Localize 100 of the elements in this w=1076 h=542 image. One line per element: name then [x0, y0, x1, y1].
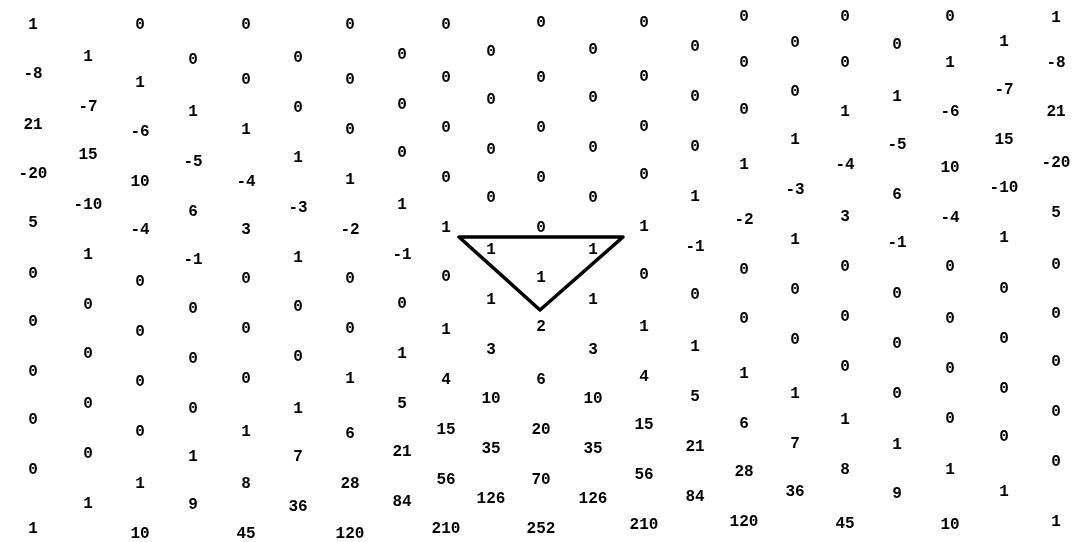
number-label: 1: [83, 496, 93, 512]
number-label: 0: [840, 259, 850, 275]
number-label: 0: [28, 314, 38, 330]
number-label: 21: [23, 117, 43, 133]
number-label: 1: [790, 132, 800, 148]
number-label: 1: [739, 366, 749, 382]
number-label: 0: [536, 170, 546, 186]
number-label: 0: [293, 50, 303, 66]
number-label: 0: [345, 17, 355, 33]
number-label: 1: [639, 319, 649, 335]
number-label: 0: [840, 309, 850, 325]
number-label: 0: [536, 120, 546, 136]
number-label: 15: [436, 422, 456, 438]
number-label: 1: [188, 104, 198, 120]
number-label: 1: [83, 247, 93, 263]
number-label: -1: [887, 235, 907, 251]
number-label: 0: [441, 170, 451, 186]
number-label: 1: [293, 150, 303, 166]
number-label: 0: [441, 17, 451, 33]
number-label: 0: [588, 140, 598, 156]
number-label: 0: [739, 102, 749, 118]
number-label: 3: [588, 342, 598, 358]
number-label: -7: [78, 99, 98, 115]
number-label: 0: [441, 120, 451, 136]
number-label: 0: [840, 359, 850, 375]
number-label: 0: [188, 401, 198, 417]
number-label: 28: [734, 464, 754, 480]
number-label: 0: [690, 139, 700, 155]
number-label: -1: [685, 239, 705, 255]
number-label: 0: [999, 429, 1009, 445]
number-label: 0: [397, 296, 407, 312]
number-label: 1: [790, 232, 800, 248]
number-label: 1: [945, 462, 955, 478]
number-label: 0: [790, 332, 800, 348]
triangle-outline: [457, 235, 625, 313]
number-label: 1: [83, 49, 93, 65]
number-label: 0: [345, 122, 355, 138]
number-label: 0: [83, 297, 93, 313]
number-label: 0: [892, 386, 902, 402]
number-label: 0: [345, 271, 355, 287]
number-label: 1: [293, 250, 303, 266]
number-label: 1: [486, 292, 496, 308]
number-label: 0: [188, 351, 198, 367]
number-label: 210: [629, 517, 659, 533]
number-label: 0: [739, 262, 749, 278]
number-label: 15: [78, 147, 98, 163]
number-label: 1: [840, 104, 850, 120]
number-label: 35: [583, 441, 603, 457]
number-label: 1: [690, 339, 700, 355]
number-label: 0: [486, 92, 496, 108]
number-label: 10: [583, 391, 603, 407]
number-label: 0: [28, 412, 38, 428]
number-label: -20: [1041, 155, 1071, 171]
number-label: 1: [28, 521, 38, 537]
number-label: 0: [1051, 354, 1061, 370]
number-label: 15: [994, 132, 1014, 148]
number-label: 0: [892, 336, 902, 352]
number-label: -1: [183, 252, 203, 268]
number-label: 7: [790, 436, 800, 452]
number-label: 0: [241, 371, 251, 387]
number-label: -4: [940, 210, 960, 226]
number-label: 120: [729, 514, 759, 530]
number-label: 1: [135, 75, 145, 91]
number-label: 56: [436, 472, 456, 488]
number-label: 0: [28, 266, 38, 282]
number-label: 2: [536, 319, 546, 335]
number-label: 0: [588, 190, 598, 206]
number-label: 0: [1051, 404, 1061, 420]
number-label: 0: [536, 70, 546, 86]
number-label: 0: [83, 346, 93, 362]
number-label: 0: [999, 281, 1009, 297]
number-label: 0: [188, 301, 198, 317]
number-label: 1: [588, 292, 598, 308]
number-label: 0: [639, 119, 649, 135]
number-label: 0: [840, 9, 850, 25]
number-label: 0: [790, 84, 800, 100]
number-label: 0: [241, 17, 251, 33]
number-label: 1: [999, 230, 1009, 246]
number-label: 1: [486, 242, 496, 258]
number-label: -6: [130, 124, 150, 140]
number-label: 0: [999, 381, 1009, 397]
number-label: 0: [441, 70, 451, 86]
number-label: 1: [345, 172, 355, 188]
number-label: -5: [183, 154, 203, 170]
number-label: 21: [392, 444, 412, 460]
number-label: 1: [892, 437, 902, 453]
number-label: 0: [945, 9, 955, 25]
number-label: 15: [634, 417, 654, 433]
number-label: 0: [28, 462, 38, 478]
number-label: 1: [135, 476, 145, 492]
number-label: 0: [241, 321, 251, 337]
number-label: 0: [241, 72, 251, 88]
number-label: 0: [690, 39, 700, 55]
number-label: 0: [397, 47, 407, 63]
number-label: 21: [1046, 104, 1066, 120]
number-label: 1: [892, 89, 902, 105]
number-label: 1: [536, 270, 546, 286]
number-label: 0: [135, 374, 145, 390]
number-label: 5: [1051, 205, 1061, 221]
number-label: 0: [739, 311, 749, 327]
